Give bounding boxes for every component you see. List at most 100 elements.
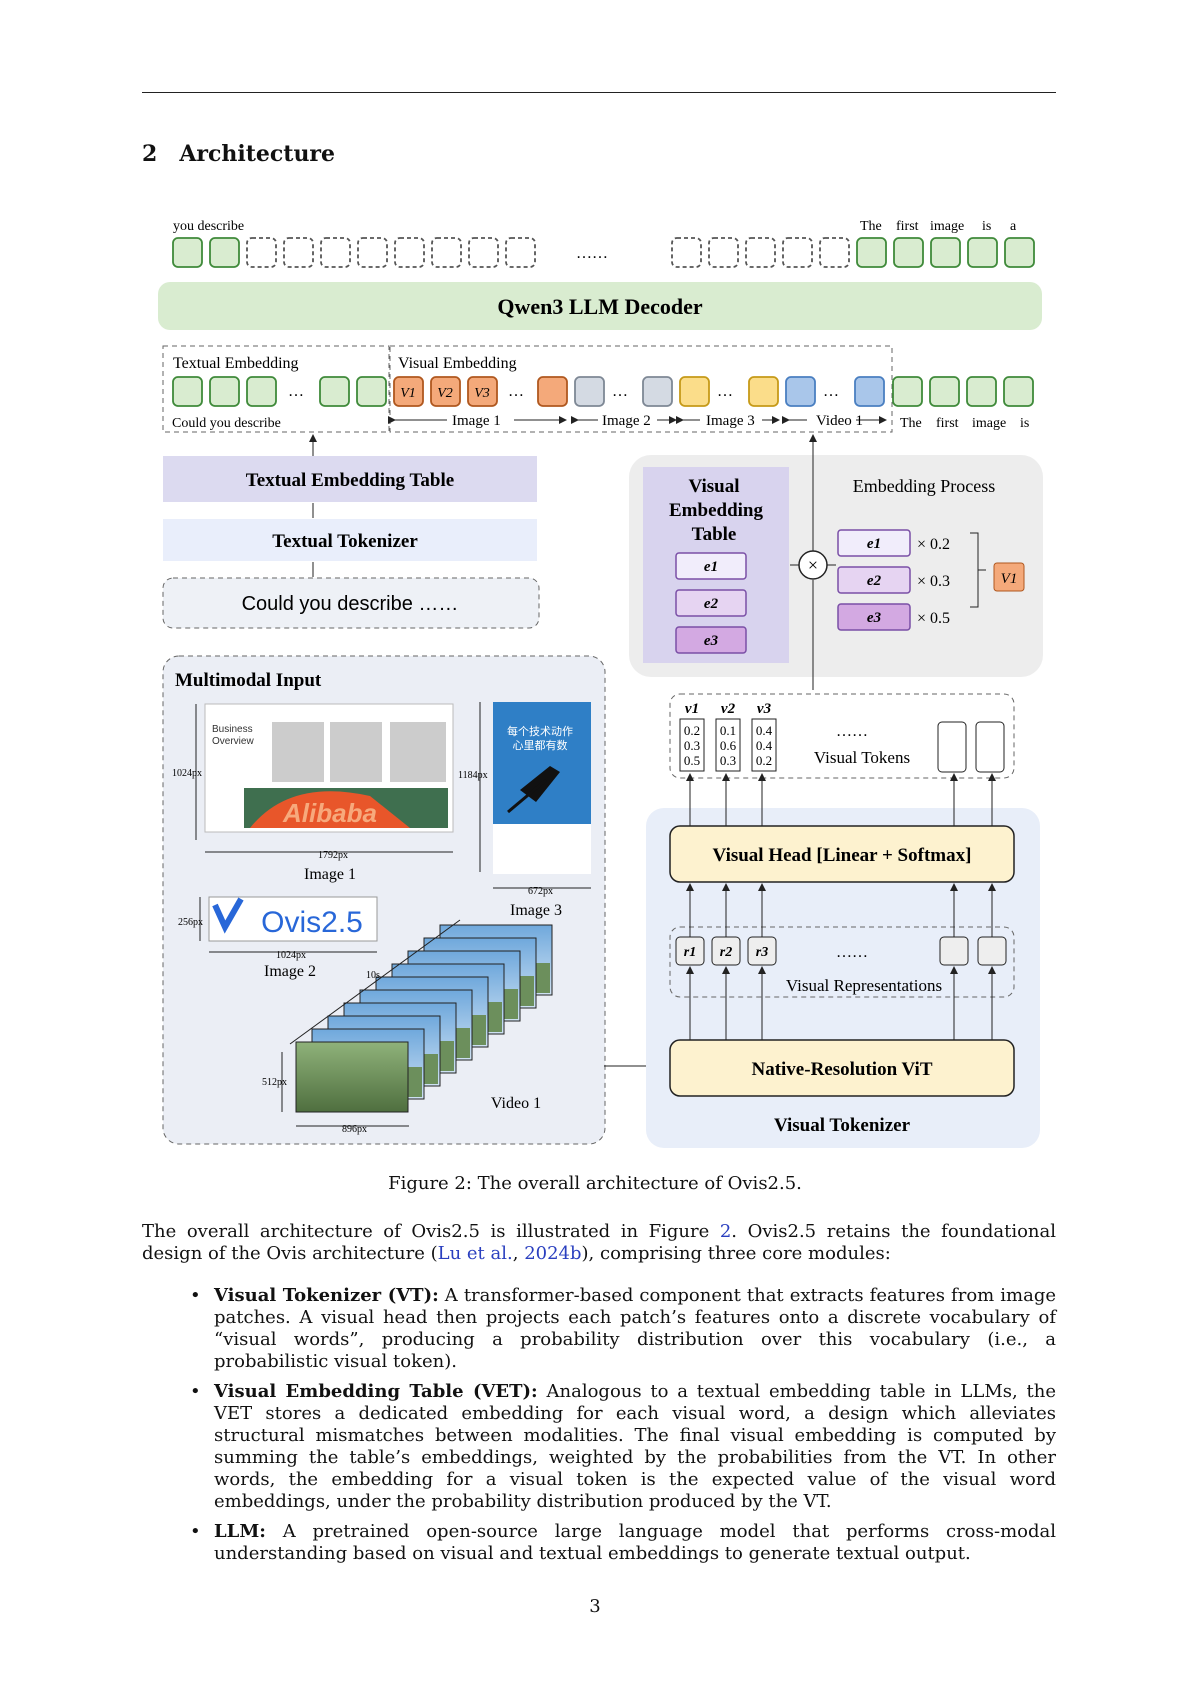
svg-text:1184px: 1184px [458, 770, 488, 781]
visual-token-prob: 0.3 [720, 753, 736, 768]
text-embedding-token [172, 376, 203, 407]
visual-head-label: Visual Head [Linear + Softmax] [713, 845, 972, 866]
output-token [671, 237, 702, 268]
llm-decoder-label: Qwen3 LLM Decoder [497, 294, 703, 319]
output-right-words: The first image is a [860, 219, 1017, 234]
output-token [1004, 237, 1035, 268]
output-text-left: you describe [173, 219, 244, 234]
visual-token-box [751, 718, 777, 772]
visual-embedding-token [642, 376, 673, 407]
visual-token-name: v1 [685, 701, 699, 717]
text-embedding-token [929, 376, 960, 407]
image1-span-label: Image 1 [452, 413, 501, 429]
visual-token-label: V1 [400, 386, 416, 401]
could-you-describe-small: Could you describe [172, 416, 281, 431]
vet-line-1: Visual [688, 476, 739, 497]
business-overview: Business [212, 724, 253, 735]
vet-line-3: Table [692, 524, 737, 545]
visual-token-blank-1 [937, 721, 967, 773]
embedding-dots: … [508, 383, 524, 400]
output-token-row [172, 237, 1035, 268]
process-cell [837, 603, 911, 631]
embedding-process-label: Embedding Process [853, 476, 995, 496]
svg-text:Ovis2.5: Ovis2.5 [261, 906, 363, 939]
prompt-text: Could you describe …… [242, 593, 459, 615]
visual-embedding-token [785, 376, 816, 407]
output-token [246, 237, 277, 268]
visual-embedding-token [854, 376, 885, 407]
visual-token-prob: 0.2 [684, 723, 700, 738]
textual-embedding-table-label: Textual Embedding Table [246, 470, 454, 491]
visual-rep-label: r2 [720, 945, 732, 960]
visual-token-box [715, 718, 741, 772]
textual-embedding-table-box [163, 456, 537, 502]
svg-text:512px: 512px [262, 1077, 287, 1088]
process-cell-label: e3 [867, 610, 882, 626]
visual-head-box [669, 825, 1015, 883]
output-token [172, 237, 203, 268]
visual-rep-label: r3 [756, 945, 768, 960]
output-token [394, 237, 425, 268]
visual-tokens-box [669, 693, 1015, 779]
svg-text:896px: 896px [342, 1124, 367, 1135]
in-word-3: image [972, 416, 1006, 431]
image3-label: Image 3 [510, 902, 562, 919]
visual-tokenizer-label: Visual Tokenizer [774, 1115, 911, 1136]
ovis-check-icon [212, 897, 244, 934]
visual-rep-blank-1 [939, 936, 969, 966]
output-token [819, 237, 850, 268]
citation-year-link[interactable]: 2024b [524, 1243, 582, 1264]
process-cell [837, 566, 911, 594]
process-cell [837, 529, 911, 557]
visual-reps-label: Visual Representations [786, 976, 942, 995]
process-cell-label: e1 [867, 536, 881, 552]
svg-text:672px: 672px [528, 886, 553, 897]
list-item: LLM: A pretrained open-source large lang… [190, 1521, 1056, 1565]
video1-span-label: Video 1 [816, 413, 863, 429]
header-rule [142, 92, 1056, 93]
out-word-2: first [896, 219, 919, 234]
visual-token-label: V2 [437, 386, 453, 401]
output-token [468, 237, 499, 268]
vet-cell-label: e3 [704, 633, 719, 649]
svg-text:256px: 256px [178, 917, 203, 928]
output-token [357, 237, 388, 268]
textual-embedding-box [162, 345, 390, 433]
embedding-dots: … [823, 383, 839, 400]
text-embedding-token [966, 376, 997, 407]
in-word-4: is [1020, 416, 1029, 431]
output-token [283, 237, 314, 268]
alibaba-sign: Alibaba [282, 798, 377, 828]
visual-rep-label: r1 [684, 945, 696, 960]
visual-rep-cells: r1 r2 r3 [675, 936, 777, 966]
output-token [782, 237, 813, 268]
visual-token-label: V3 [474, 386, 490, 401]
prompt-box [162, 577, 540, 629]
video1-label: Video 1 [491, 1095, 541, 1112]
text-embedding-token [209, 376, 240, 407]
visual-token-prob: 0.5 [684, 753, 700, 768]
output-dots: …… [576, 245, 608, 262]
vet-cell [675, 626, 747, 654]
image2-span-label: Image 2 [602, 413, 651, 429]
textual-embedding-label: Textual Embedding [173, 355, 299, 372]
output-token [209, 237, 240, 268]
embedding-dots: … [717, 383, 733, 400]
output-token [320, 237, 351, 268]
text-embedding-token [246, 376, 277, 407]
llm-decoder-box [158, 282, 1042, 330]
output-token [745, 237, 776, 268]
video-frame [295, 1041, 409, 1113]
figure-caption: Figure 2: The overall architecture of Ov… [388, 1173, 802, 1194]
vit-label: Native-Resolution ViT [751, 1059, 932, 1080]
out-word-3: image [930, 219, 964, 234]
figure-ref-link[interactable]: 2 [719, 1221, 732, 1242]
vet-cell-label: e2 [704, 596, 719, 612]
page-number: 3 [589, 1596, 601, 1617]
out-word-1: The [860, 219, 882, 234]
in-word-1: The [900, 416, 922, 431]
out-word-5: a [1010, 219, 1017, 234]
input-right-words: The first image is [900, 416, 1029, 431]
citation-author-link[interactable]: Lu et al. [437, 1243, 513, 1264]
